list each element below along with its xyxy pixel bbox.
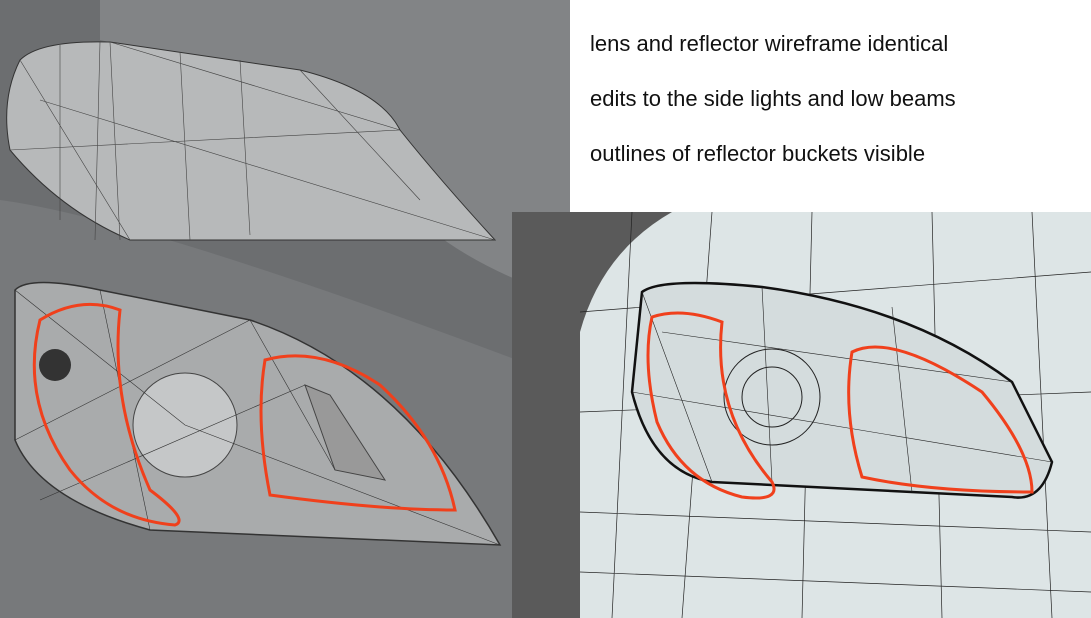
headlight-outline (630, 281, 1054, 499)
annotation-notes: lens and reflector wireframe identical e… (590, 26, 956, 191)
blender-viewport-screenshot (0, 0, 570, 618)
side-light-bulb (39, 349, 71, 381)
wireframe-render-screenshot (512, 212, 1091, 618)
note-line: lens and reflector wireframe identical (590, 31, 949, 56)
annotation-outlines (32, 302, 457, 527)
lens-mesh (6, 41, 497, 241)
headlight-mesh (14, 281, 502, 546)
note-line: outlines of reflector buckets visible (590, 141, 926, 166)
note-line: edits to the side lights and low beams (590, 86, 956, 111)
annotation-outlines (646, 311, 1034, 500)
